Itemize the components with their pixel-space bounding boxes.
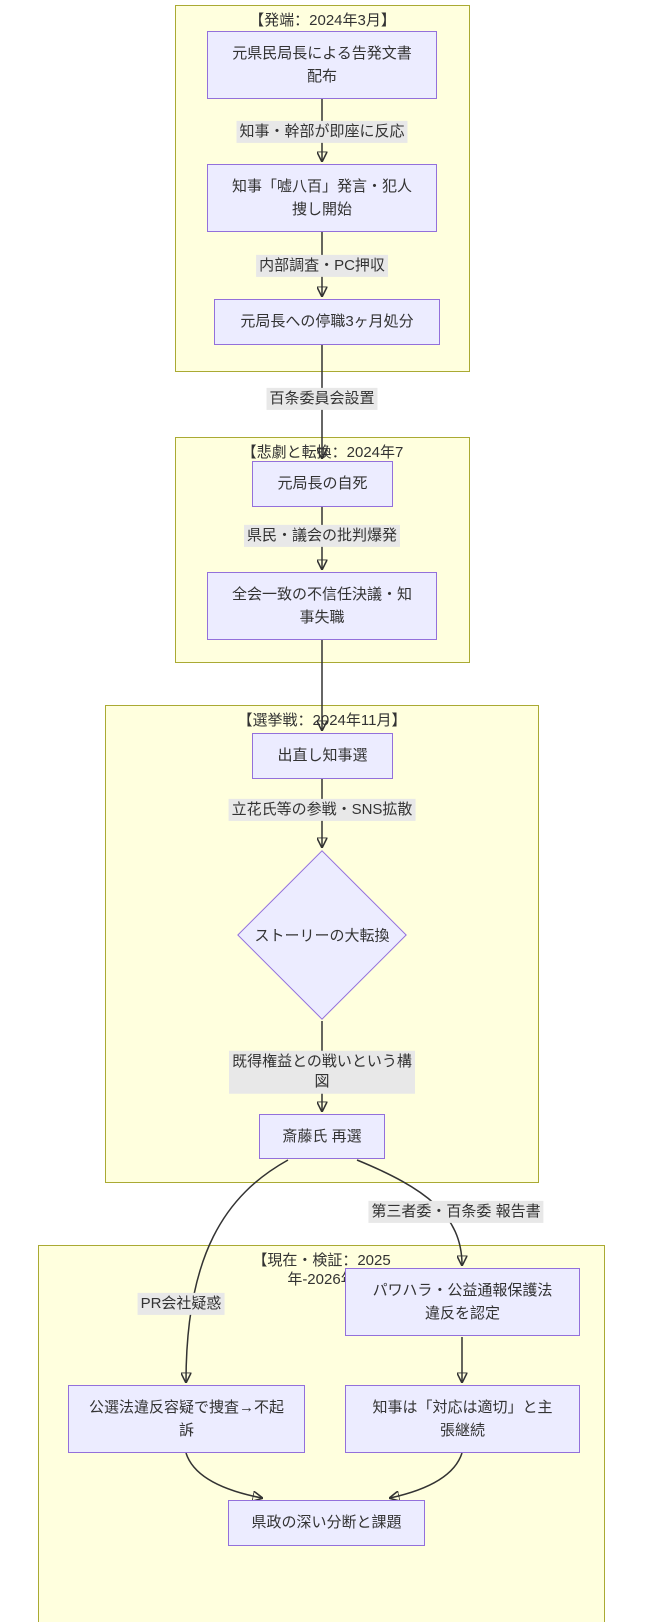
- node-suspension-3months: 元局長への停職3ヶ月処分: [214, 299, 440, 345]
- edge-label-hyakujo-committee: 百条委員会設置: [266, 387, 378, 411]
- node-governor-denial-manhunt: 知事「嘘八百」発言・犯人捜し開始: [207, 164, 437, 232]
- node-no-confidence-resolution: 全会一致の不信任決議・知事失職: [207, 572, 437, 640]
- node-harassment-findings-label: パワハラ・公益通報保護法違反を認定: [372, 1281, 553, 1322]
- node-governor-claims-appropriate-label: 知事は「対応は適切」と主張継続: [372, 1398, 553, 1439]
- node-election-law-investigation-label: 公選法違反容疑で捜査→不起訴: [89, 1398, 285, 1439]
- node-former-director-death-label: 元局長の自死: [277, 475, 368, 493]
- node-redo-election-label: 出直し知事選: [277, 747, 368, 765]
- section-tragedy-title: 【悲劇と転換：2024年7: [241, 444, 404, 461]
- node-harassment-findings: パワハラ・公益通報保護法違反を認定: [345, 1268, 580, 1336]
- node-saito-reelected-label: 斎藤氏 再選: [282, 1127, 362, 1145]
- edge-label-vested-interests: 既得権益との戦いという構図: [229, 1050, 415, 1094]
- node-saito-reelected: 斎藤氏 再選: [259, 1114, 385, 1159]
- section-election-title: 【選挙戦：2024年11月】: [237, 712, 407, 729]
- node-governor-denial-manhunt-label: 知事「嘘八百」発言・犯人捜し開始: [231, 177, 412, 218]
- edge-label-pr-company: PR会社疑惑: [137, 1292, 225, 1316]
- node-accusation-document: 元県民局長による告発文書配布: [207, 31, 437, 99]
- node-accusation-document-label: 元県民局長による告発文書配布: [232, 44, 412, 85]
- edge-label-tachibana-sns: 立花氏等の参戦・SNS拡散: [228, 798, 416, 822]
- edge-label-thirdparty-report: 第三者委・百条委 報告書: [368, 1200, 544, 1224]
- node-no-confidence-resolution-label: 全会一致の不信任決議・知事失職: [231, 585, 412, 626]
- section-origin-title: 【発端：2024年3月】: [249, 12, 396, 29]
- edge-label-immediate-reaction: 知事・幹部が即座に反応: [236, 120, 408, 144]
- node-prefectural-division-label: 県政の深い分断と課題: [251, 1514, 402, 1532]
- node-governor-claims-appropriate: 知事は「対応は適切」と主張継続: [345, 1385, 580, 1453]
- node-suspension-3months-label: 元局長への停職3ヶ月処分: [240, 313, 414, 331]
- node-redo-election: 出直し知事選: [252, 733, 393, 779]
- node-story-turning-point-label: ストーリーの大転換: [254, 927, 390, 945]
- node-election-law-investigation: 公選法違反容疑で捜査→不起訴: [68, 1385, 305, 1453]
- node-former-director-death: 元局長の自死: [252, 461, 393, 507]
- edge-label-internal-investigation: 内部調査・PC押収: [256, 254, 388, 278]
- edge-label-public-criticism: 県民・議会の批判爆発: [243, 524, 401, 548]
- node-prefectural-division: 県政の深い分断と課題: [228, 1500, 425, 1546]
